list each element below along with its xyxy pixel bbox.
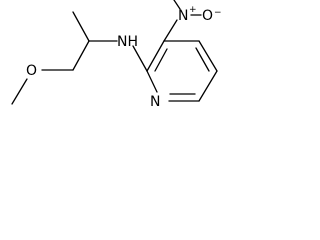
bond-c2-c3-inner: [154, 48, 168, 72]
bond-methyl-ch: [72, 11, 90, 42]
atom-o-right: O: [202, 8, 213, 24]
bond-c3-nnitro: [163, 19, 178, 42]
charge-minus: −: [214, 8, 222, 18]
bond-n1-c2: [146, 70, 158, 93]
bond-c4-c5-inner: [195, 47, 210, 72]
atom-nh: NH: [117, 34, 138, 50]
atom-o-ether: O: [26, 63, 37, 79]
structure-diagram: NH N + O O − N O: [11, 0, 222, 110]
bond-o-methyl: [11, 78, 28, 105]
bonds: [11, 0, 218, 105]
charge-plus: +: [189, 5, 197, 15]
bond-c4-c5: [198, 40, 218, 72]
atom-labels: NH N + O O − N O: [26, 0, 222, 110]
atom-n-ring: N: [150, 94, 160, 110]
bond-ch-ch2: [72, 40, 90, 71]
atom-n-nitro: N: [178, 8, 188, 24]
atom-o-top: O: [169, 0, 180, 4]
bond-c5-c6: [198, 70, 218, 102]
bond-nnitro-otop: [173, 0, 181, 10]
bond-nh-c2: [132, 45, 148, 72]
bond-c2-c3: [146, 40, 165, 72]
